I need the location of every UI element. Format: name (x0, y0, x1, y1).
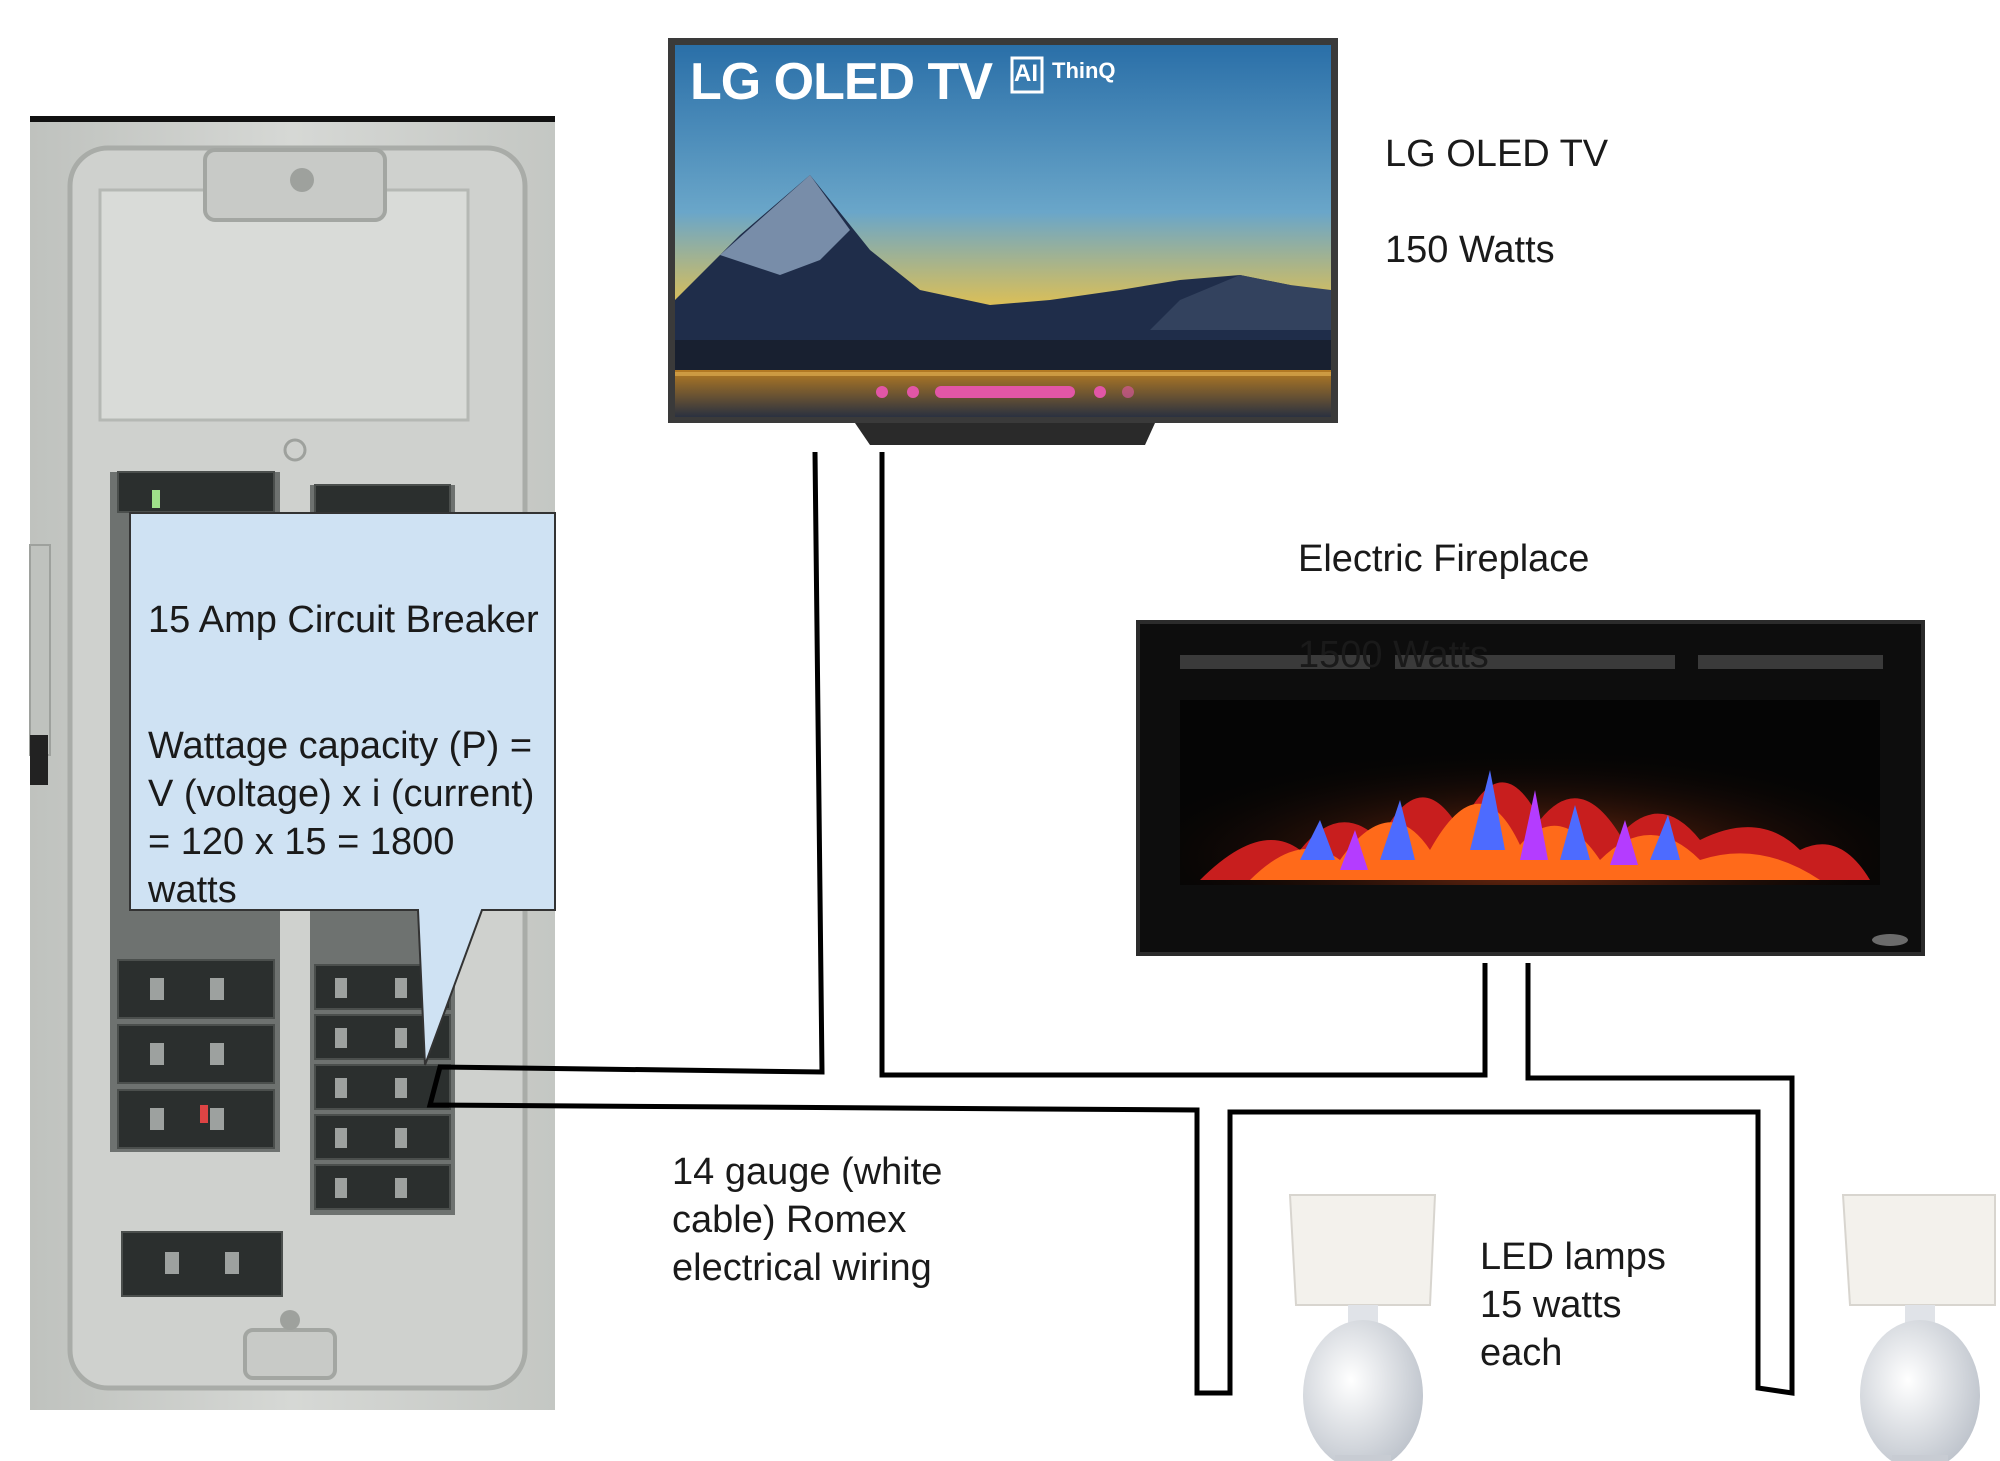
tv-label-watts: 150 Watts (1385, 229, 1555, 271)
fireplace-label-name: Electric Fireplace (1298, 538, 1590, 580)
lg-oled-tv (668, 38, 1338, 445)
tv-label: LG OLED TV 150 Watts (1385, 82, 1608, 322)
electric-fireplace (1136, 620, 1925, 956)
breaker-callout-formula: Wattage capacity (P) = V (voltage) x i (… (148, 725, 535, 911)
breaker-callout-text: 15 Amp Circuit Breaker Wattage capacity … (148, 548, 546, 962)
romex-wiring (426, 451, 1795, 1396)
led-lamp-left (1288, 1194, 1437, 1461)
breaker-callout (129, 512, 556, 1066)
wire-tv-fireplace-loop (426, 451, 1795, 1396)
flames (1200, 770, 1870, 880)
tv-label-name: LG OLED TV (1385, 133, 1609, 175)
wire-tv-to-fireplace (879, 452, 1488, 1078)
fireplace-label-watts: 1500 Watts (1298, 634, 1489, 676)
fireplace-label: Electric Fireplace 1500 Watts (1298, 487, 1589, 727)
tv-badge-ai: AI (1014, 60, 1038, 87)
led-lamp-right (1841, 1194, 1996, 1461)
tv-badge-thinq: ThinQ (1052, 58, 1116, 83)
breaker-callout-title: 15 Amp Circuit Breaker (148, 599, 539, 641)
tv-brand-logo: LG OLED TV (690, 53, 993, 111)
lamps-label: LED lamps 15 watts each (1480, 1236, 1666, 1374)
wiring-label: 14 gauge (white cable) Romex electrical … (672, 1151, 943, 1289)
